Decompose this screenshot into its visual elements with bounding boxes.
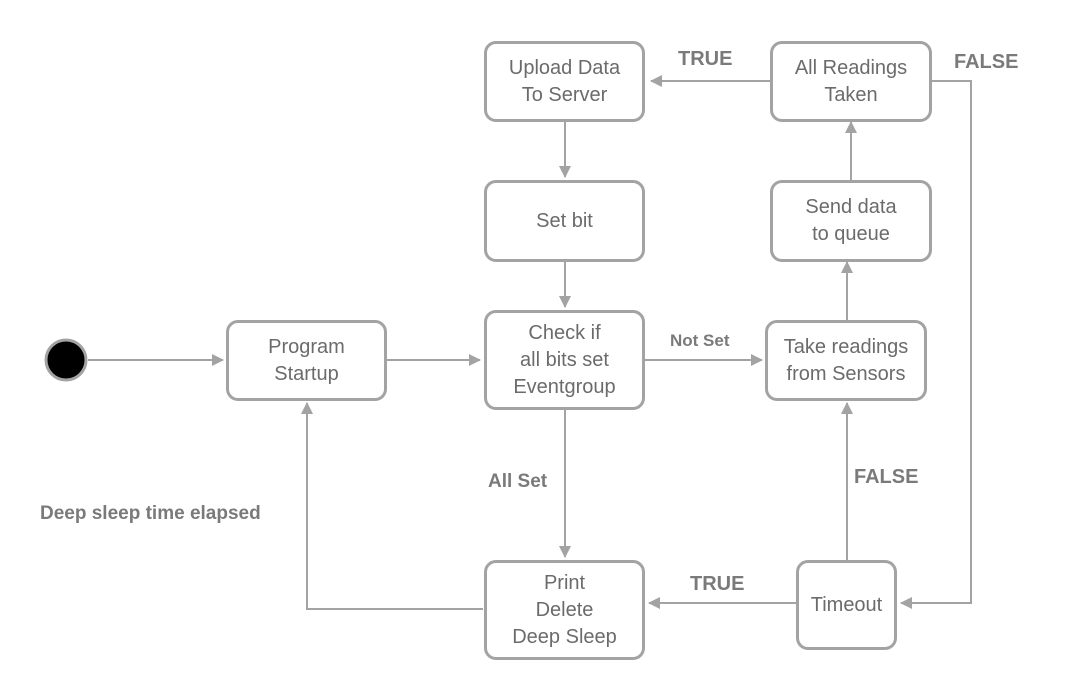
- label-false-mid: FALSE: [854, 466, 919, 488]
- initial-state-dot: [44, 338, 88, 382]
- node-text-line: All Readings: [794, 56, 908, 79]
- edge-print-to-startup: [301, 402, 483, 610]
- node-text-line: Deep Sleep: [512, 625, 617, 648]
- node-text-line: Program: [268, 335, 345, 358]
- node-text-line: Upload Data: [508, 56, 621, 79]
- node-text-line: Taken: [824, 83, 878, 106]
- edge-all-readings-false-to-timeout: [900, 80, 972, 609]
- node-text-line: Timeout: [810, 593, 883, 616]
- node-text-line: Take readings: [783, 335, 909, 358]
- node-text-line: Print: [543, 571, 586, 594]
- label-deep-sleep-elapsed: Deep sleep time elapsed: [40, 503, 261, 524]
- label-true-top: TRUE: [678, 48, 733, 70]
- label-not-set: Not Set: [670, 331, 730, 350]
- node-text-line: Startup: [274, 362, 339, 385]
- node-text-line: all bits set: [520, 348, 609, 371]
- node-text-line: from Sensors: [786, 362, 906, 385]
- node-upload-data: Upload Data To Server: [484, 41, 645, 122]
- label-true-bottom: TRUE: [690, 573, 745, 595]
- node-text-line: Eventgroup: [513, 375, 616, 398]
- node-text-line: Check if: [528, 321, 601, 344]
- node-timeout: Timeout: [796, 560, 897, 650]
- node-text-line: Set bit: [536, 209, 593, 232]
- label-false-top: FALSE: [954, 51, 1019, 73]
- node-text-line: To Server: [521, 83, 608, 106]
- node-text-line: to queue: [812, 223, 890, 245]
- label-all-set: All Set: [488, 471, 548, 492]
- node-set-bit: Set bit: [484, 180, 645, 262]
- node-send-data: Send data to queue: [770, 180, 932, 262]
- node-text-line: Delete: [535, 598, 594, 621]
- node-text-line: Send data: [805, 196, 897, 218]
- node-take-readings: Take readings from Sensors: [765, 320, 927, 401]
